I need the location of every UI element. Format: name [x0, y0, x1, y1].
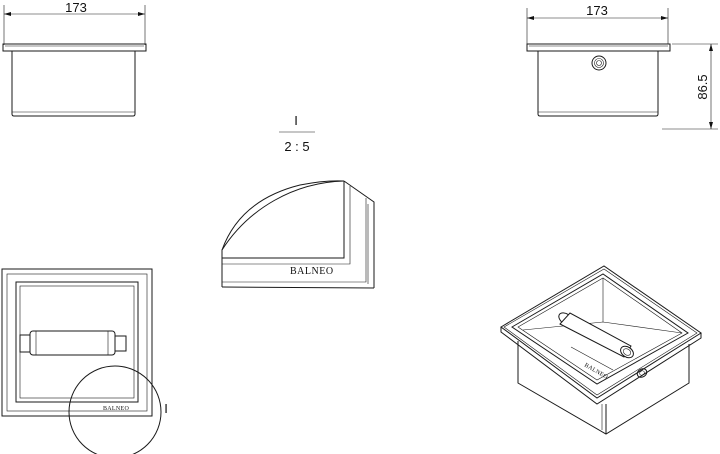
- front-brand-text: BALNEO: [103, 406, 129, 412]
- side-view: 173 86.5: [526, 3, 718, 130]
- detail-brand-text: BALNEO: [290, 266, 334, 277]
- detail-scale: 2 : 5: [284, 139, 309, 154]
- front-width-dimension: 173: [65, 0, 87, 15]
- isometric-brand-text: BALNEO: [583, 363, 609, 381]
- front-view: 173: [2, 0, 147, 117]
- detail-view: BALNEO: [221, 180, 375, 289]
- detail-callout-label: I: [164, 401, 168, 416]
- side-width-dimension: 173: [586, 3, 608, 18]
- side-height-dimension: 86.5: [695, 74, 710, 99]
- front-view-with-roll: BALNEO I: [1, 268, 168, 454]
- isometric-roll-holder: [558, 312, 634, 359]
- detail-callout-circle: [68, 365, 162, 454]
- detail-label: I: [294, 113, 298, 128]
- detail-label-block: I 2 : 5: [279, 113, 315, 154]
- isometric-view: BALNEO: [500, 265, 702, 435]
- roll-holder: [19, 330, 127, 356]
